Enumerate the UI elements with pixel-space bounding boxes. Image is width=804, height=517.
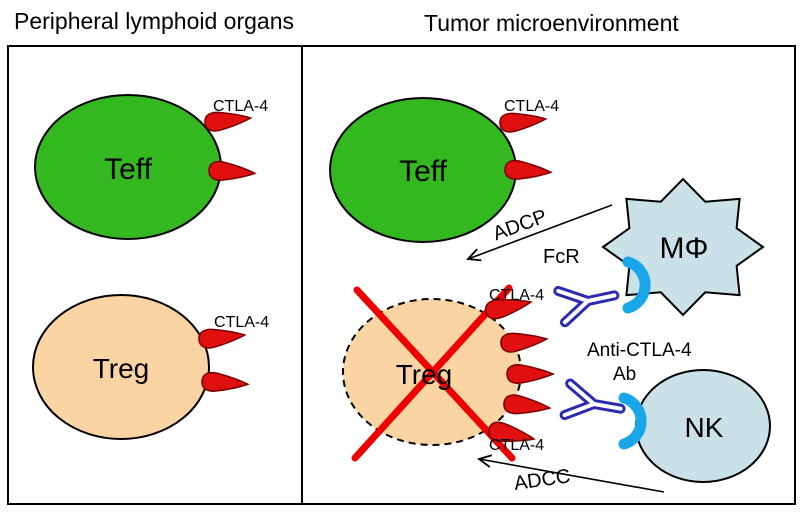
ctla4-label: CTLA-4: [504, 98, 559, 115]
fcr-receptor-nk: [618, 392, 647, 450]
treg-label-right: Treg: [396, 359, 453, 390]
macrophage-label: MΦ: [660, 232, 709, 265]
teff-label-left: Teff: [104, 153, 152, 186]
ctla4-label: CTLA-4: [214, 314, 269, 331]
treg-label-left: Treg: [93, 353, 150, 384]
ctla4-label-lower: CTLA-4: [489, 437, 544, 454]
adcp-arrow: [466, 204, 613, 262]
ctla4-label-upper: CTLA-4: [489, 287, 544, 304]
red-cross-line: [351, 284, 513, 462]
nk-label: NK: [685, 412, 724, 443]
fcr-receptor-macrophage: [622, 256, 651, 314]
adcc-arrow: [477, 454, 665, 493]
right-panel-title: Tumor microenvironment: [424, 10, 679, 36]
ctla4-label: CTLA-4: [213, 98, 268, 115]
anti-ctla4-label: Anti-CTLA-4: [587, 340, 692, 361]
teff-label-right: Teff: [399, 155, 447, 188]
left-panel-title: Peripheral lymphoid organs: [14, 8, 294, 34]
fcr-label: FcR: [543, 246, 580, 268]
treg-cell-left: [32, 294, 210, 440]
anti-ctla4-ab-label: Ab: [613, 364, 636, 385]
